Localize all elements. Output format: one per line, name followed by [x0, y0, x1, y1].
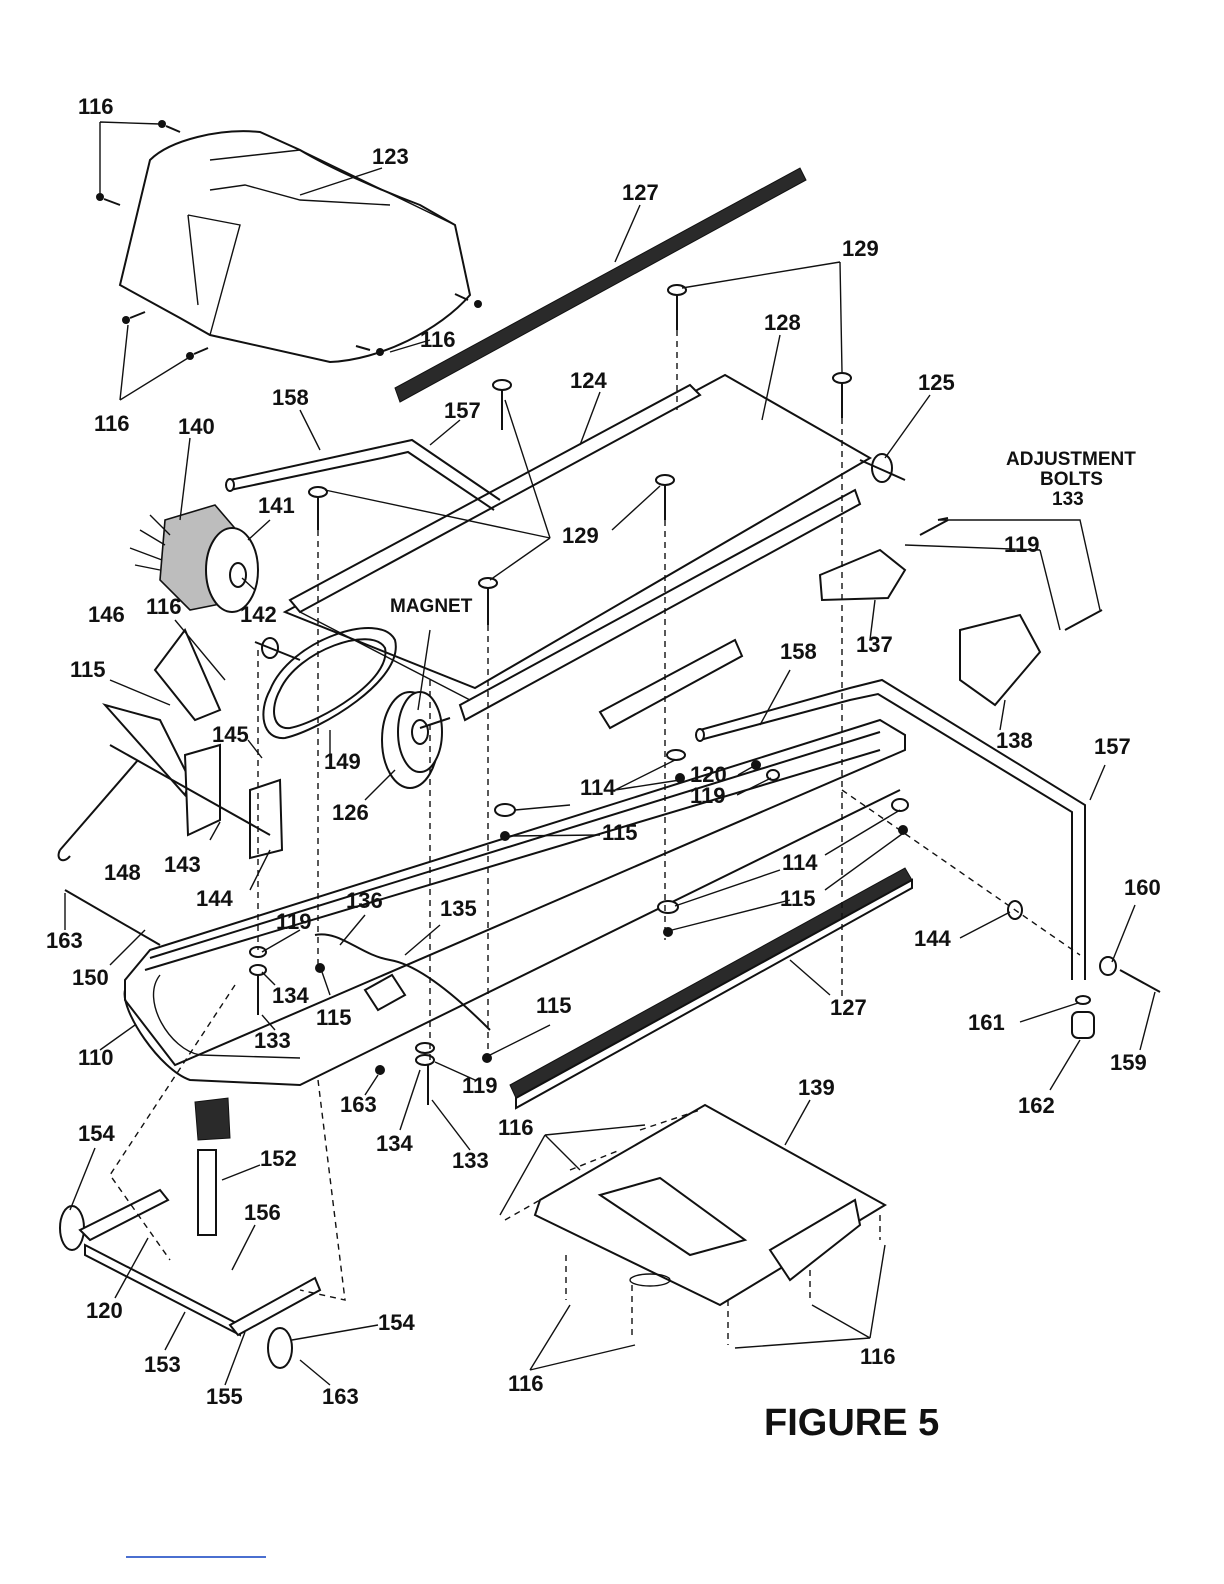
- callout-144: 144: [914, 926, 951, 951]
- figure-title: FIGURE 5: [764, 1402, 939, 1444]
- small-hardware: [64, 517, 1161, 1105]
- magnet-label: MAGNET: [390, 596, 473, 617]
- callout-115: 115: [536, 993, 572, 1018]
- callout-145: 145: [212, 722, 249, 747]
- callout-115: 115: [70, 657, 106, 682]
- callout-116: 116: [498, 1115, 534, 1140]
- callout-153: 153: [144, 1352, 181, 1377]
- callout-157: 157: [1094, 734, 1131, 759]
- adjustment-label: ADJUSTMENT: [1006, 449, 1136, 470]
- callout-144: 144: [196, 886, 233, 911]
- callout-129: 129: [562, 523, 599, 548]
- incline-actuator: [194, 1097, 231, 1236]
- callout-143: 143: [164, 852, 201, 877]
- callout-163: 163: [340, 1092, 377, 1117]
- callout-135: 135: [440, 896, 477, 921]
- callout-120: 120: [86, 1298, 123, 1323]
- base-pan: [533, 1103, 887, 1307]
- callout-156: 156: [244, 1200, 281, 1225]
- callout-134: 134: [272, 983, 309, 1008]
- callout-119: 119: [462, 1073, 498, 1098]
- callout-127: 127: [830, 995, 867, 1020]
- rear-roller: [254, 637, 301, 661]
- callout-labels: 116 123 127 129 128 116 116 124 125 158 …: [46, 94, 1161, 1409]
- motor-hood: [118, 130, 472, 364]
- callout-163: 163: [322, 1384, 359, 1409]
- callout-163: 163: [46, 928, 83, 953]
- callout-114: 114: [580, 775, 616, 800]
- explode-guides: [109, 330, 1081, 1345]
- callout-119: 119: [690, 783, 726, 808]
- callout-138: 138: [996, 728, 1033, 753]
- side-rail-lower: [509, 867, 913, 1110]
- callout-128: 128: [764, 310, 801, 335]
- callout-152: 152: [260, 1146, 297, 1171]
- callout-162: 162: [1018, 1093, 1055, 1118]
- front-roller: [859, 453, 906, 483]
- lower-frame: [123, 718, 906, 1087]
- callout-125: 125: [918, 370, 955, 395]
- callout-115: 115: [316, 1005, 352, 1030]
- callout-116: 116: [78, 94, 114, 119]
- callout-116: 116: [508, 1371, 544, 1396]
- callout-123: 123: [372, 144, 409, 169]
- callout-134: 134: [376, 1131, 413, 1156]
- walking-deck: [282, 373, 873, 730]
- callout-129: 129: [842, 236, 879, 261]
- callout-116: 116: [146, 594, 182, 619]
- callout-137: 137: [856, 632, 893, 657]
- flywheel: [381, 691, 451, 789]
- callout-140: 140: [178, 414, 215, 439]
- link-underline: [126, 1556, 266, 1558]
- callout-133: 133: [254, 1028, 291, 1053]
- callout-136: 136: [346, 888, 383, 913]
- drive-belt: [262, 627, 397, 740]
- callout-139: 139: [798, 1075, 835, 1100]
- handrail-right: [695, 678, 1086, 980]
- callout-158: 158: [780, 639, 817, 664]
- callout-124: 124: [570, 368, 607, 393]
- callout-148: 148: [104, 860, 141, 885]
- callout-146: 146: [88, 602, 125, 627]
- callout-119: 119: [1004, 532, 1040, 557]
- callout-155: 155: [206, 1384, 243, 1409]
- hood-screws: [96, 120, 482, 360]
- callout-161: 161: [968, 1010, 1005, 1035]
- callout-157: 157: [444, 398, 481, 423]
- bolts-number-label: 133: [1052, 489, 1084, 510]
- callout-150: 150: [72, 965, 109, 990]
- rear-stand: [59, 1188, 322, 1369]
- callout-149: 149: [324, 749, 361, 774]
- callout-133: 133: [452, 1148, 489, 1173]
- callout-114: 114: [782, 850, 818, 875]
- bolts-label: BOLTS: [1040, 469, 1103, 490]
- side-rail-upper: [394, 167, 807, 403]
- callout-158: 158: [272, 385, 309, 410]
- callout-142: 142: [240, 602, 277, 627]
- callout-110: 110: [78, 1045, 114, 1070]
- callout-126: 126: [332, 800, 369, 825]
- callout-141: 141: [258, 493, 295, 518]
- callout-119: 119: [276, 909, 312, 934]
- callout-115: 115: [602, 820, 638, 845]
- callout-154: 154: [378, 1310, 415, 1335]
- deck-bolts: [308, 284, 852, 625]
- motor-bracket: [57, 628, 284, 862]
- callout-154: 154: [78, 1121, 115, 1146]
- callout-116: 116: [420, 327, 456, 352]
- callout-127: 127: [622, 180, 659, 205]
- callout-160: 160: [1124, 875, 1161, 900]
- callout-116: 116: [94, 411, 130, 436]
- callout-159: 159: [1110, 1050, 1147, 1075]
- callout-120: 120: [690, 762, 727, 787]
- callout-115: 115: [780, 886, 816, 911]
- drive-motor: [129, 504, 259, 613]
- handrail-left: [225, 438, 501, 511]
- callout-116: 116: [860, 1344, 896, 1369]
- leader-lines: [64, 121, 1156, 1386]
